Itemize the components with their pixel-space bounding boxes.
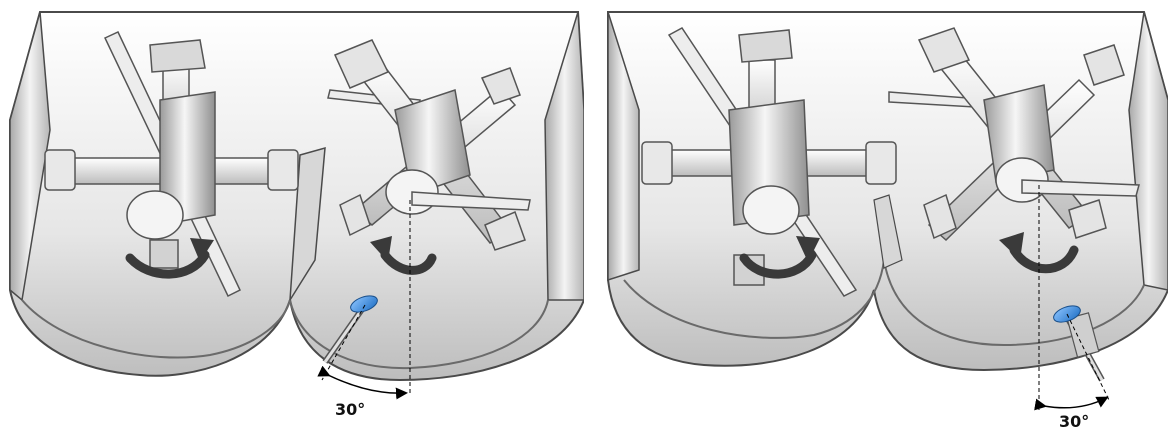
- angle-label: 30°: [335, 400, 365, 419]
- paddle-blade: [641, 141, 673, 185]
- curved-arrow-icon: [370, 236, 437, 275]
- paddle-blade: [44, 149, 76, 191]
- agitator-right: [327, 39, 531, 251]
- paddle-blade: [149, 39, 206, 73]
- trough-lip: [289, 299, 549, 370]
- agitator-blade: [1021, 179, 1140, 197]
- paddle-blade: [267, 149, 299, 191]
- angle-dimension: [1034, 185, 1110, 411]
- paddle-blade: [149, 239, 179, 269]
- right-wall: [544, 11, 584, 301]
- left-wall: [607, 11, 640, 282]
- angle-label: 30°: [1059, 412, 1089, 430]
- mixer-view-right: 30°: [584, 0, 1168, 430]
- blue-disc-sensor-icon: [350, 295, 378, 313]
- agitator-left: [44, 31, 299, 298]
- paddle-blade: [923, 193, 957, 240]
- agitator-shaft: [394, 89, 471, 196]
- paddle-blade: [738, 29, 793, 63]
- mixer-view-left: 30°: [9, 11, 584, 419]
- trough-lip: [623, 259, 885, 339]
- angle-dimension: [317, 200, 411, 400]
- right-wall: [1128, 11, 1168, 291]
- left-wall: [9, 11, 51, 302]
- agitator-blade: [411, 191, 531, 211]
- sensor-probe: [322, 295, 378, 364]
- paddle-blade: [917, 27, 971, 73]
- trough-lip: [883, 259, 1145, 347]
- agitator-right: [888, 27, 1140, 242]
- shaft-end: [126, 190, 184, 240]
- paddle-blade: [484, 210, 526, 251]
- agitator-left: [641, 27, 897, 297]
- trough-divider: [873, 194, 903, 269]
- paddle-blade: [1068, 199, 1107, 239]
- curved-arrow-icon: [125, 238, 214, 279]
- agitator-shaft: [983, 84, 1055, 183]
- paddle-blade: [865, 141, 897, 185]
- paddle-blade: [480, 67, 521, 105]
- trough-lip: [21, 299, 291, 359]
- sensor-probe: [1053, 305, 1105, 382]
- paddle-blade: [1083, 44, 1125, 86]
- curved-arrow-icon: [999, 232, 1079, 274]
- paddle-blade: [339, 193, 371, 237]
- shaft-end: [742, 185, 800, 235]
- agitator-shaft: [159, 91, 216, 226]
- mixer-illustration-left: 30°: [9, 11, 584, 419]
- curved-arrow-icon: [739, 236, 820, 279]
- mixer-illustration-right: 30°: [607, 11, 1168, 430]
- paddle-blade: [333, 39, 390, 89]
